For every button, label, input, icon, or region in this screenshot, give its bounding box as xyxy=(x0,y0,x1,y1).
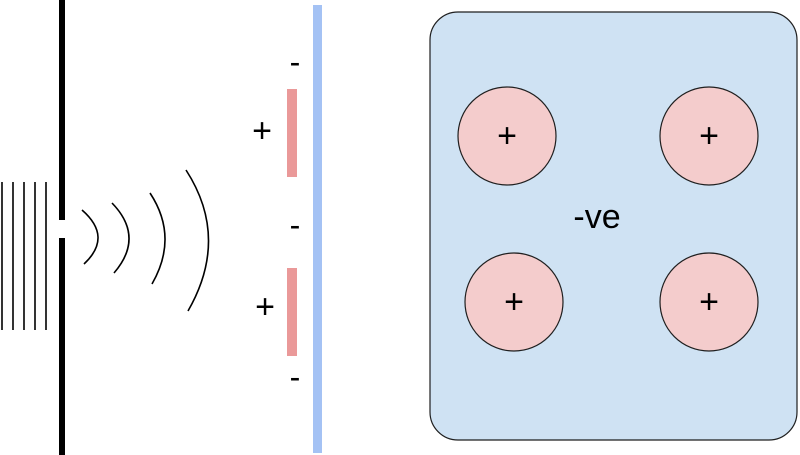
metal-lattice: -ve + + + + xyxy=(429,11,798,441)
barrier-lower xyxy=(59,238,65,455)
diffracted-wavefront xyxy=(81,209,99,265)
diffracted-wavefront xyxy=(111,202,130,274)
ion-circle xyxy=(659,86,759,186)
positive-ion: + xyxy=(659,86,759,186)
charge-sign-minus-bottom: - xyxy=(290,359,301,395)
charge-sign-plus-upper: + xyxy=(252,112,272,150)
charge-sign-minus-middle: - xyxy=(290,207,301,243)
positive-strip-lower xyxy=(287,268,297,356)
barrier-upper xyxy=(59,0,65,220)
ion-circle xyxy=(464,252,564,352)
ion-circle xyxy=(659,252,759,352)
positive-strip-upper xyxy=(287,89,297,177)
positive-charge-strips xyxy=(287,89,297,356)
screen-charge-labels: - + - + - xyxy=(252,44,300,395)
positive-ion: + xyxy=(464,252,564,352)
detector-screen xyxy=(313,5,322,453)
slit-barrier xyxy=(59,0,65,455)
positive-ion: + xyxy=(659,252,759,352)
ion-label: + xyxy=(497,117,517,155)
ion-label: + xyxy=(504,283,524,321)
charge-sign-minus-top: - xyxy=(290,44,301,80)
diffracted-wavefront xyxy=(185,169,210,312)
charge-sign-plus-lower: + xyxy=(255,288,275,326)
electron-sea-label: -ve xyxy=(573,198,620,236)
positive-ion: + xyxy=(457,86,557,186)
ion-label: + xyxy=(699,117,719,155)
ion-label: + xyxy=(699,283,719,321)
diffracted-wavefront xyxy=(149,192,166,285)
incident-wavefronts xyxy=(1,182,47,330)
diffracted-wavefronts xyxy=(81,169,210,312)
ion-circle xyxy=(457,86,557,186)
